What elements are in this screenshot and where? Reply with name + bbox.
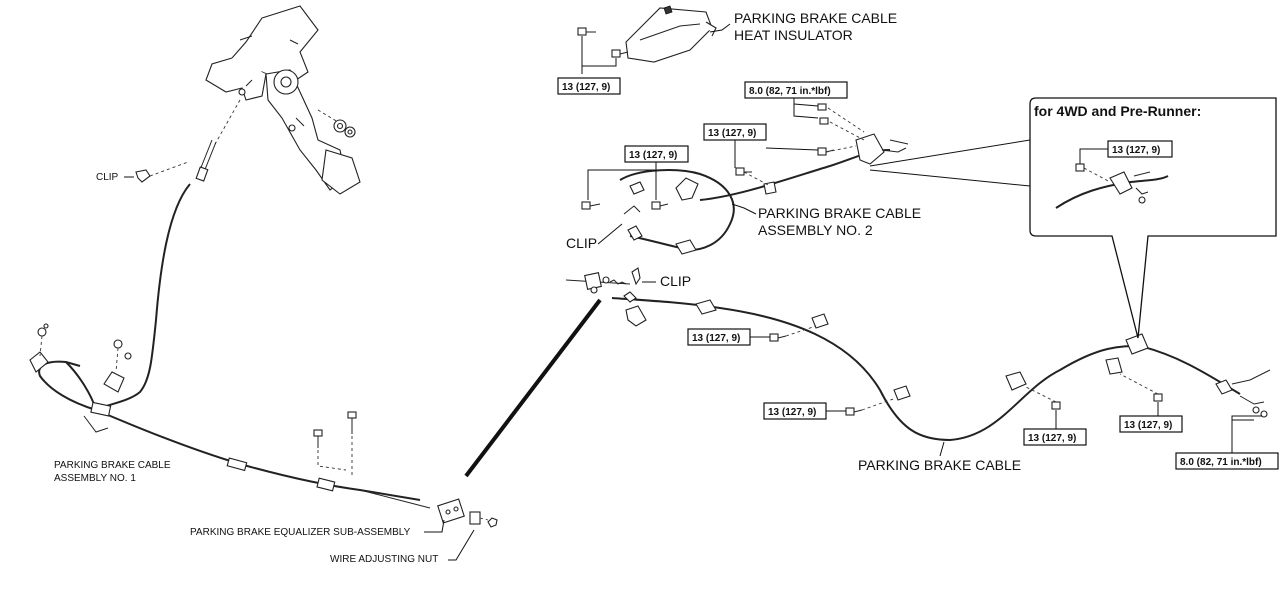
torque-cable-bracket: 8.0 (82, 71 in.*lbf) [1180,457,1262,468]
inset-4wd-prerunner: for 4WD and Pre-Runner: 13 (127, 9) [869,97,1277,339]
equalizer-label: PARKING BRAKE EQUALIZER SUB-ASSEMBLY [190,527,411,538]
clip-center-a-label: CLIP [566,235,597,251]
inset-title: for 4WD and Pre-Runner: [1034,103,1201,119]
torque-cable-no2-mid: 13 (127, 9) [708,128,756,139]
torque-inset: 13 (127, 9) [1112,145,1160,156]
cable-no1-label-line1: PARKING BRAKE CABLE [54,460,171,471]
torque-cable-3: 13 (127, 9) [1028,433,1076,444]
parking-brake-pedal-assembly [205,5,361,195]
heat-insulator-label-line2: HEAT INSULATOR [734,27,853,43]
clip-center-b-label: CLIP [660,273,691,289]
equalizer-rod-assembly: CLIP [565,267,691,294]
adjusting-nut-label: WIRE ADJUSTING NUT [330,554,438,565]
pedal-cable-end [195,139,217,182]
torque-cable-2: 13 (127, 9) [768,407,816,418]
torque-cable-1: 13 (127, 9) [692,333,740,344]
torque-heat-insulator: 13 (127, 9) [562,82,610,93]
pedal-nut-icon [333,119,356,138]
clip-left-label: CLIP [96,172,119,183]
torque-cable-no2-left: 13 (127, 9) [629,150,677,161]
cable-no2-label-line2: ASSEMBLY NO. 2 [758,222,873,238]
clip-center-icon [631,267,641,286]
equalizer-bolts [313,411,357,476]
clip-icon [135,169,151,183]
section-connector-line [464,298,602,478]
parking-brake-cable-label: PARKING BRAKE CABLE [858,457,1021,473]
parking-brake-cable-assembly-no2: 13 (127, 9) 13 (127, 9) 8.0 (82, 71 in.*… [566,81,921,255]
heat-insulator-label-line1: PARKING BRAKE CABLE [734,10,897,26]
heat-insulator-group: PARKING BRAKE CABLE HEAT INSULATOR 13 (1… [557,5,897,95]
parking-brake-cable: 13 (127, 9) 13 (127, 9) 13 (127, 9) 13 (… [611,291,1279,473]
parking-brake-cable-assembly-no1: PARKING BRAKE CABLE ASSEMBLY NO. 1 [29,183,421,501]
torque-cable-4: 13 (127, 9) [1124,420,1172,431]
wire-adjusting-nut-icon [469,511,481,525]
parking-brake-equalizer: PARKING BRAKE EQUALIZER SUB-ASSEMBLY WIR… [190,489,498,565]
torque-cable-no2-bracket: 8.0 (82, 71 in.*lbf) [749,86,831,97]
cable-no2-label-line1: PARKING BRAKE CABLE [758,205,921,221]
clip-left: CLIP [96,161,189,183]
cable-no1-label-line2: ASSEMBLY NO. 1 [54,473,136,484]
